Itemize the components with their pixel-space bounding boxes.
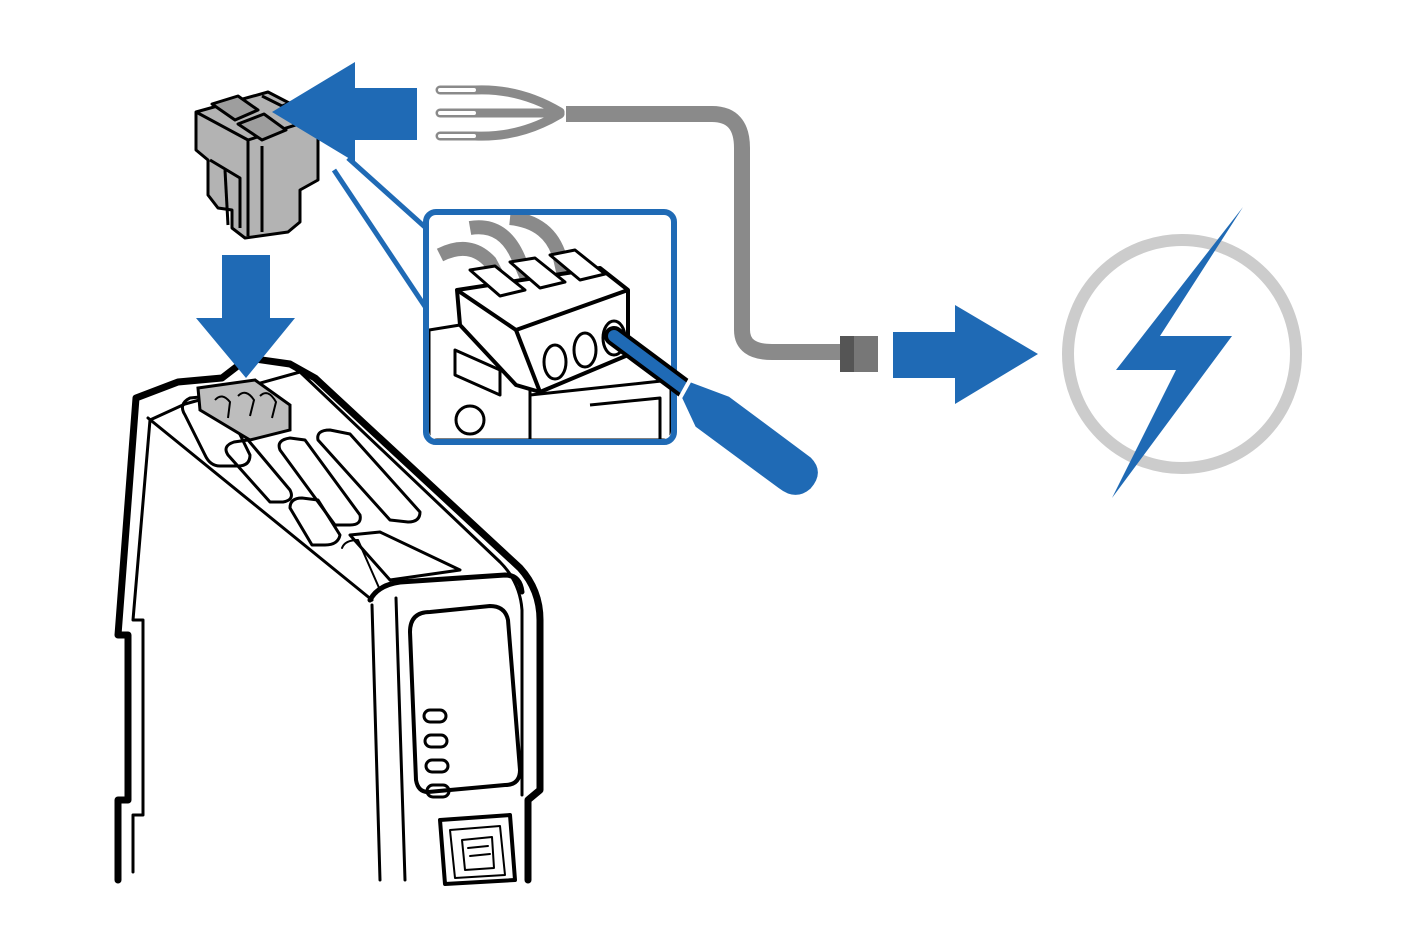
led-indicators xyxy=(422,708,451,799)
power-cable xyxy=(566,106,840,360)
to-power-arrow xyxy=(893,305,1038,404)
screwdriver xyxy=(604,326,822,499)
device-power-socket xyxy=(196,378,292,442)
ethernet-port xyxy=(438,813,517,886)
front-panel-window xyxy=(408,604,522,794)
insert-arrow-down xyxy=(196,255,295,378)
detail-inset xyxy=(331,156,677,445)
insert-arrow-left xyxy=(272,62,417,162)
gateway-device xyxy=(114,354,544,886)
stripped-wire-ends xyxy=(435,85,565,141)
power-bolt-icon xyxy=(1062,207,1302,498)
